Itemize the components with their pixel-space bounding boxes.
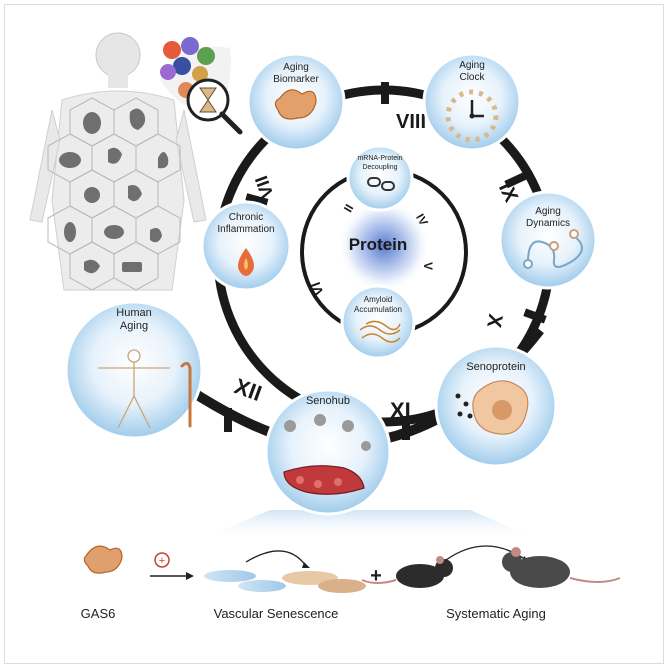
node-aging-biomarker: Aging Biomarker: [246, 52, 346, 152]
svg-text:Decoupling: Decoupling: [362, 164, 397, 171]
svg-text:Inflammation: Inflammation: [217, 224, 274, 235]
curved-arrow-head-icon: [302, 562, 310, 568]
gas6-protein-icon: [83, 545, 123, 574]
numeral-xii: XII: [231, 373, 265, 406]
node-mrna-protein-decoupling: mRNA-Protein Decoupling: [346, 144, 414, 212]
beam-glow: [200, 510, 540, 540]
protein-center: Protein: [338, 200, 430, 292]
svg-text:Biomarker: Biomarker: [273, 74, 319, 85]
svg-text:mRNA-Protein: mRNA-Protein: [357, 155, 402, 162]
node-senoprotein: Senoprotein: [434, 344, 558, 468]
node-chronic-inflammation: Chronic Inflammation: [200, 200, 292, 292]
svg-text:Aging: Aging: [120, 320, 148, 332]
magnifier-illustration: [160, 37, 243, 135]
activation-plus-icon: [154, 552, 170, 568]
svg-text:Aging: Aging: [459, 60, 485, 71]
numeral-x: X: [482, 312, 506, 330]
svg-text:Chronic: Chronic: [229, 212, 263, 223]
plus-label: +: [370, 565, 382, 587]
svg-text:Dynamics: Dynamics: [526, 218, 570, 229]
svg-text:Human: Human: [116, 307, 151, 319]
bottom-pathway: + +: [83, 545, 621, 593]
clock-ticks: [224, 82, 547, 440]
numeral-viii: VIII: [396, 111, 426, 133]
vascular-cell-2: [238, 580, 286, 592]
numeral-vi: VI: [307, 280, 327, 298]
vascular-senescence-label: Vascular Senescence: [214, 606, 339, 621]
numeral-v: V: [421, 262, 435, 270]
node-aging-clock: Aging Clock: [422, 52, 522, 152]
systematic-aging-label: Systematic Aging: [446, 606, 546, 621]
svg-text:Senohub: Senohub: [306, 395, 350, 407]
young-mouse-icon: [361, 556, 453, 588]
svg-text:Aging: Aging: [535, 206, 561, 217]
svg-text:Clock: Clock: [459, 72, 485, 83]
node-aging-dynamics: Aging Dynamics: [498, 190, 598, 290]
figure-frame: [4, 4, 664, 664]
svg-text:Senoprotein: Senoprotein: [466, 361, 525, 373]
protein-label: Protein: [349, 235, 408, 254]
old-mouse-icon: [502, 547, 621, 588]
gas6-label: GAS6: [81, 606, 116, 621]
arrow-head-icon: [186, 572, 194, 580]
node-human-aging: Human Aging: [64, 300, 204, 440]
human-body-illustration: [29, 32, 207, 291]
svg-text:Accumulation: Accumulation: [354, 305, 402, 314]
vascular-cell-1: [204, 570, 256, 582]
svg-text:Amyloid: Amyloid: [364, 295, 392, 304]
svg-text:Aging: Aging: [283, 62, 309, 73]
activation-plus-label: +: [159, 555, 165, 567]
node-senohub: Senohub: [264, 388, 392, 516]
senescent-cell-2: [318, 579, 366, 593]
numeral-xi: XI: [390, 398, 411, 423]
curved-arrow: [245, 550, 307, 567]
node-amyloid-accumulation: Amyloid Accumulation: [340, 284, 416, 360]
